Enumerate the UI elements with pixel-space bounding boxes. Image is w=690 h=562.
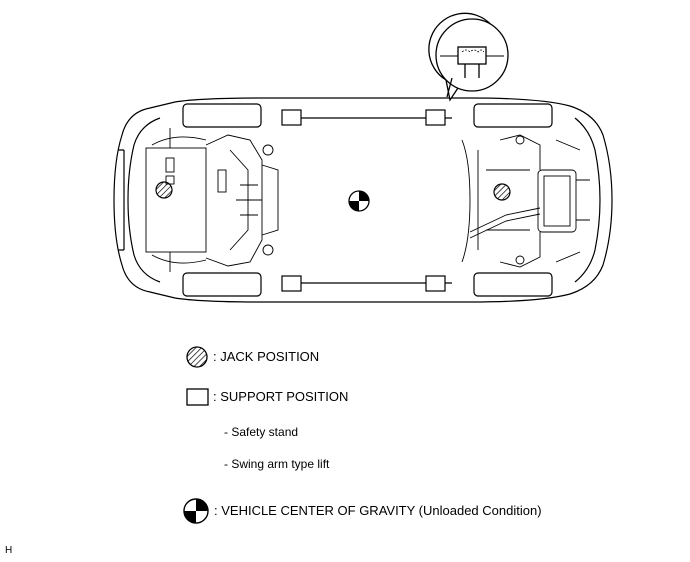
center-of-gravity-icon [183,498,209,524]
jack-position-label: : JACK POSITION [213,349,320,364]
wheels [182,103,553,297]
square-icon [186,388,209,406]
figure-code: H [5,545,13,556]
legend-icons [183,346,209,524]
safety-stand-label: - Safety stand [224,425,299,439]
support-points [281,109,446,292]
swing-arm-lift-label: - Swing arm type lift [224,457,330,471]
support-point-rear-left [425,109,446,126]
support-point-front-left [281,109,302,126]
jack-points [155,181,511,201]
front-right-wheel [182,272,262,297]
hatched-circle-icon [186,346,208,368]
center-of-gravity-label: : VEHICLE CENTER OF GRAVITY (Unloaded Co… [214,503,542,518]
rear-left-wheel [473,103,553,128]
support-detail-callout [428,12,509,102]
side-rails [283,117,452,284]
support-point-rear-right [425,275,446,292]
front-underbody-mechanics [145,128,279,272]
support-position-label: : SUPPORT POSITION [213,389,349,404]
jack-point-front [155,181,173,199]
front-left-wheel [182,103,262,128]
rear-underbody-mechanics [461,134,590,268]
jack-point-rear [493,183,511,201]
car-body [113,97,613,303]
support-point-front-right [281,275,302,292]
center-of-gravity-marker [348,190,370,212]
rear-right-wheel [473,272,553,297]
